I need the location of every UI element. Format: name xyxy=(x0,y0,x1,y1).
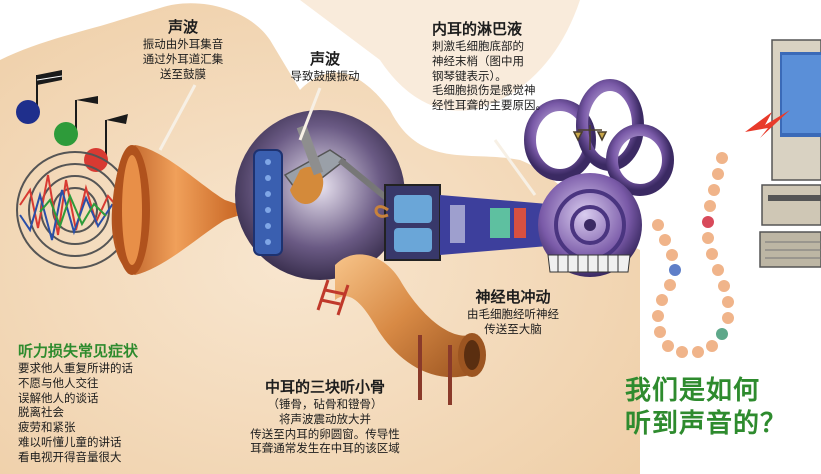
symptom-item: 疲劳和紧张 xyxy=(18,420,76,435)
skin-top-right xyxy=(300,0,580,111)
ossicles-line-4: 耳聋通常发生在中耳的该区域 xyxy=(250,441,400,456)
headline: 我们是如何 听到声音的？ xyxy=(625,375,815,442)
ossicles-title: 中耳的三块听小骨 xyxy=(264,378,385,396)
eardrum-annotation: 声波 导致鼓膜振动 xyxy=(265,50,385,84)
inner-ear-line-1: 刺激毛细胞底部的 xyxy=(432,39,524,54)
balance-scale-icon xyxy=(572,125,608,150)
ladder-icon xyxy=(316,279,350,316)
nerve-line-2: 传送至大脑 xyxy=(484,321,542,336)
symptoms-title: 听力损失常见症状 xyxy=(18,342,139,360)
ossicles-line-2: 将声波震动放大并 xyxy=(279,411,371,426)
ossicles-line-3: 传送至内耳的卵圆窗。传导性 xyxy=(250,426,400,441)
eardrum-title: 声波 xyxy=(309,50,340,68)
eardrum-line-1: 导致鼓膜振动 xyxy=(290,69,360,84)
headline-line-2: 听到声音的？ xyxy=(625,409,788,440)
inner-ear-line-3: 钢琴键表示）。 xyxy=(432,68,507,83)
headline-line-1: 我们是如何 xyxy=(625,376,761,406)
leader-line-inner-ear xyxy=(493,139,537,196)
outer-ear-annotation: 声波 振动由外耳集音 通过外耳道汇集 送至鼓膜 xyxy=(108,18,258,81)
symptom-item: 要求他人重复所讲的话 xyxy=(18,361,133,376)
stapes xyxy=(374,205,389,218)
leader-line-outer-ear xyxy=(158,84,197,151)
symptom-item: 难以听懂儿童的讲话 xyxy=(18,434,122,449)
inner-ear-annotation: 内耳的淋巴液 刺激毛细胞底部的 神经末梢（图中用 钢琴键表示）。 毛细胞损伤是感… xyxy=(432,20,592,113)
inner-ear-line-5: 经性耳聋的主要原因。 xyxy=(432,98,547,113)
symptom-item: 看电视开得音量很大 xyxy=(18,449,122,464)
ossicles-anvil xyxy=(290,166,324,205)
inner-ear-title: 内耳的淋巴液 xyxy=(432,20,523,38)
sound-wave-line-green xyxy=(39,193,107,229)
ossicles-line-1: （锤骨，砧骨和镫骨） xyxy=(267,397,383,412)
symptom-item: 误解他人的谈话 xyxy=(18,390,99,405)
lightning-icon xyxy=(745,110,790,138)
sound-wave-line-red xyxy=(19,174,121,236)
nerve-line-1: 由毛细胞经听神经 xyxy=(467,307,559,322)
computer-icon xyxy=(759,39,821,268)
symptom-item: 脱离社会 xyxy=(18,405,64,420)
eustachian-tube xyxy=(335,254,470,378)
leader-line-eardrum xyxy=(298,87,322,141)
nerve-bead-chain xyxy=(652,152,734,358)
symptoms-list: 听力损失常见症状 要求他人重复所讲的话 不愿与他人交往 误解他人的谈话 脱离社会… xyxy=(18,342,193,464)
nerve-title: 神经电冲动 xyxy=(475,288,551,306)
outer-ear-line-1: 振动由外耳集音 xyxy=(142,37,224,52)
nerve-annotation: 神经电冲动 由毛细胞经听神经 传送至大脑 xyxy=(448,288,578,337)
inner-ear-line-4: 毛细胞损伤是感觉神 xyxy=(432,83,536,98)
outer-ear-line-2: 通过外耳道汇集 xyxy=(142,51,224,66)
outer-ear-line-3: 送至鼓膜 xyxy=(160,66,206,81)
slide-legs xyxy=(418,335,452,405)
symptom-item: 不愿与他人交往 xyxy=(18,375,99,390)
inner-ear-line-2: 神经末梢（图中用 xyxy=(432,53,524,68)
eardrum xyxy=(253,149,283,256)
semicircular-canals xyxy=(524,79,674,196)
ossicles-annotation: 中耳的三块听小骨 （锤骨，砧骨和镫骨） 将声波震动放大并 传送至内耳的卵圆窗。传… xyxy=(210,378,440,456)
outer-ear-title: 声波 xyxy=(167,18,198,36)
